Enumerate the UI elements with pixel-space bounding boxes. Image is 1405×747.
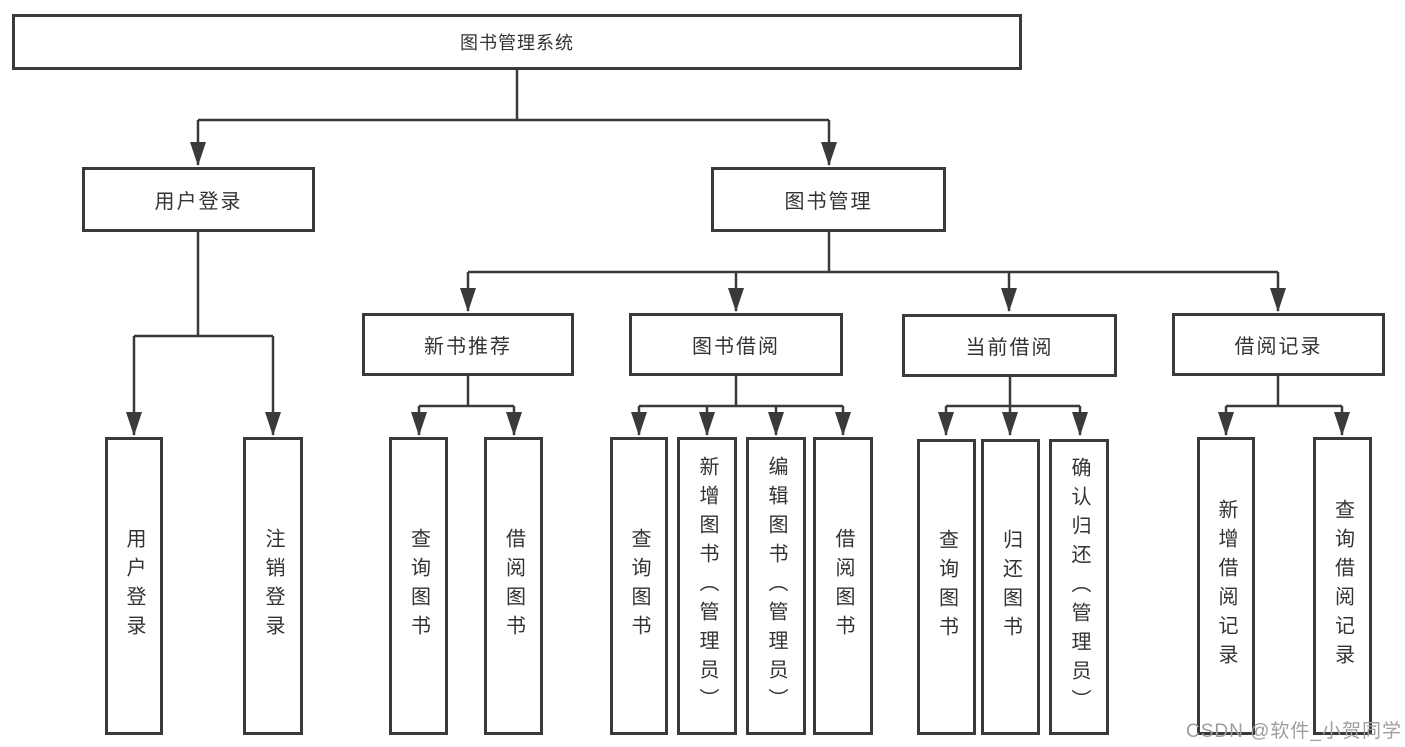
node-label: 用户登录 (123, 528, 145, 644)
node-label: 图书借阅 (692, 336, 780, 358)
node-borrow-records: 借阅记录 (1172, 313, 1385, 376)
leaf-borrow-add-book-admin: 新增图书（管理员） (677, 437, 737, 735)
node-label: 借阅记录 (1234, 336, 1323, 358)
leaf-borrow-query-book: 查询图书 (610, 437, 668, 735)
node-book-management: 图书管理 (711, 167, 946, 232)
node-label: 查询图书 (407, 528, 430, 644)
node-label: 借阅图书 (502, 528, 525, 644)
node-label: 查询图书 (935, 529, 958, 645)
node-new-book-recommend: 新书推荐 (362, 313, 574, 376)
node-label: 注销登录 (262, 528, 284, 644)
leaf-recommend-borrow-book: 借阅图书 (484, 437, 543, 735)
leaf-records-query-borrow-record: 查询借阅记录 (1313, 437, 1372, 735)
node-label: 图书管理系统 (460, 33, 574, 53)
node-current-borrow: 当前借阅 (902, 314, 1117, 377)
node-label: 查询借阅记录 (1331, 499, 1354, 673)
node-user-login: 用户登录 (82, 167, 315, 232)
node-label: 用户登录 (154, 191, 243, 213)
leaf-current-confirm-return-admin: 确认归还（管理员） (1049, 439, 1109, 735)
node-library-management-system: 图书管理系统 (12, 14, 1022, 70)
node-label: 新增图书（管理员） (696, 455, 718, 717)
node-label: 查询图书 (628, 528, 650, 644)
node-label: 借阅图书 (832, 528, 854, 644)
leaf-user-login: 用户登录 (105, 437, 163, 735)
connector-trunks (134, 69, 1342, 408)
leaf-current-return-book: 归还图书 (981, 439, 1040, 735)
node-label: 编辑图书（管理员） (765, 455, 787, 717)
node-label: 归还图书 (999, 529, 1022, 645)
leaf-records-add-borrow-record: 新增借阅记录 (1197, 437, 1255, 735)
connector-arrows (126, 120, 1350, 436)
leaf-current-query-book: 查询图书 (917, 439, 976, 735)
node-label: 确认归还（管理员） (1068, 456, 1090, 718)
leaf-logout-login: 注销登录 (243, 437, 303, 735)
csdn-watermark: CSDN @软件_小贺同学 (1186, 721, 1402, 742)
node-label: 图书管理 (784, 191, 873, 213)
node-book-borrow: 图书借阅 (629, 313, 843, 376)
node-label: 新增借阅记录 (1215, 499, 1237, 673)
leaf-recommend-query-book: 查询图书 (389, 437, 448, 735)
leaf-borrow-edit-book-admin: 编辑图书（管理员） (746, 437, 806, 735)
leaf-borrow-borrow-book: 借阅图书 (813, 437, 873, 735)
node-label: 当前借阅 (965, 337, 1054, 359)
node-label: 新书推荐 (424, 336, 512, 358)
